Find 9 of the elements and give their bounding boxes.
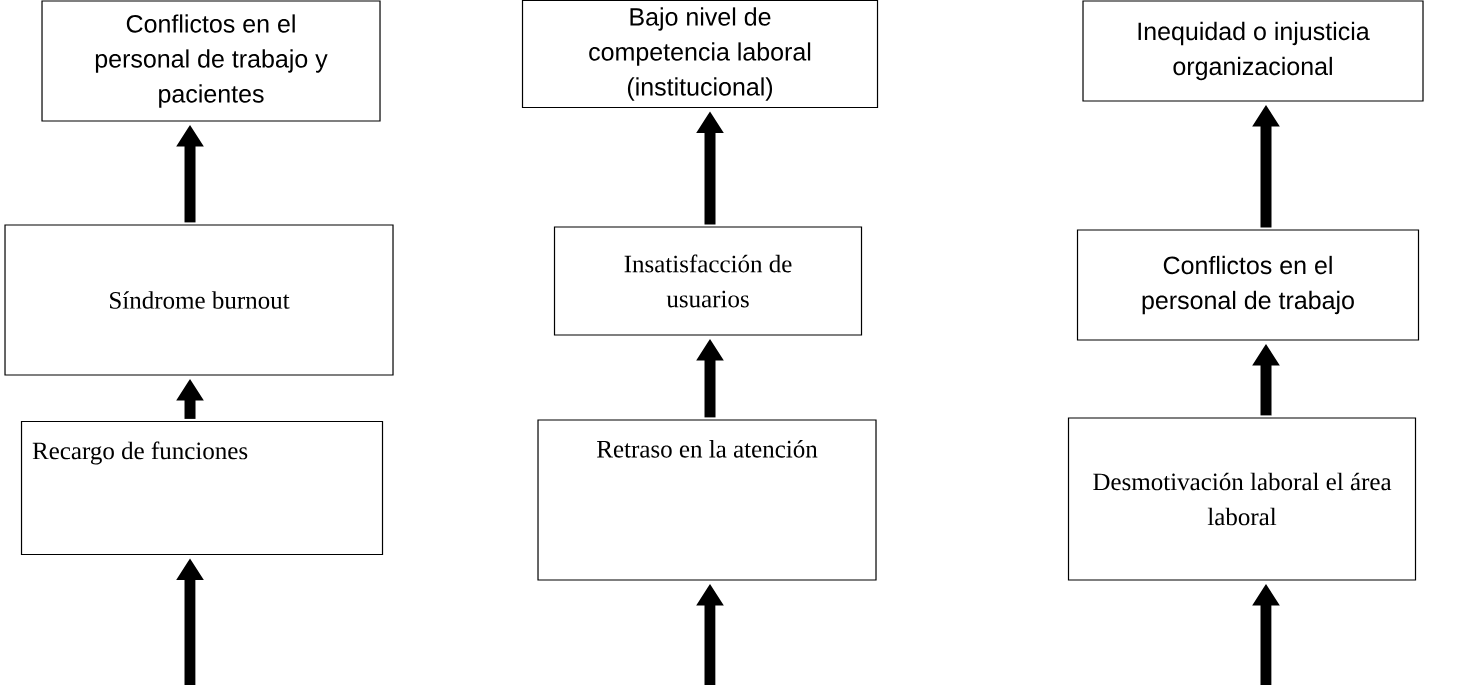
text-box: Conflictos en el personal de trabajo y pacientes	[41, 0, 381, 122]
text-box: Desmotivación laboral el área laboral	[1067, 417, 1417, 581]
text-box: Inequidad o injusticia organizacional	[1082, 0, 1424, 102]
text-box: Recargo de funciones	[20, 420, 384, 556]
text-box: Conflictos en el personal de trabajo	[1076, 229, 1420, 341]
text-box: Insatisfacción de usuarios	[553, 226, 863, 336]
text-box: Síndrome burnout	[4, 224, 394, 376]
text-box: Retraso en la atención	[537, 419, 877, 581]
text-box: Bajo nivel de competencia laboral (institucional)	[521, 0, 879, 109]
